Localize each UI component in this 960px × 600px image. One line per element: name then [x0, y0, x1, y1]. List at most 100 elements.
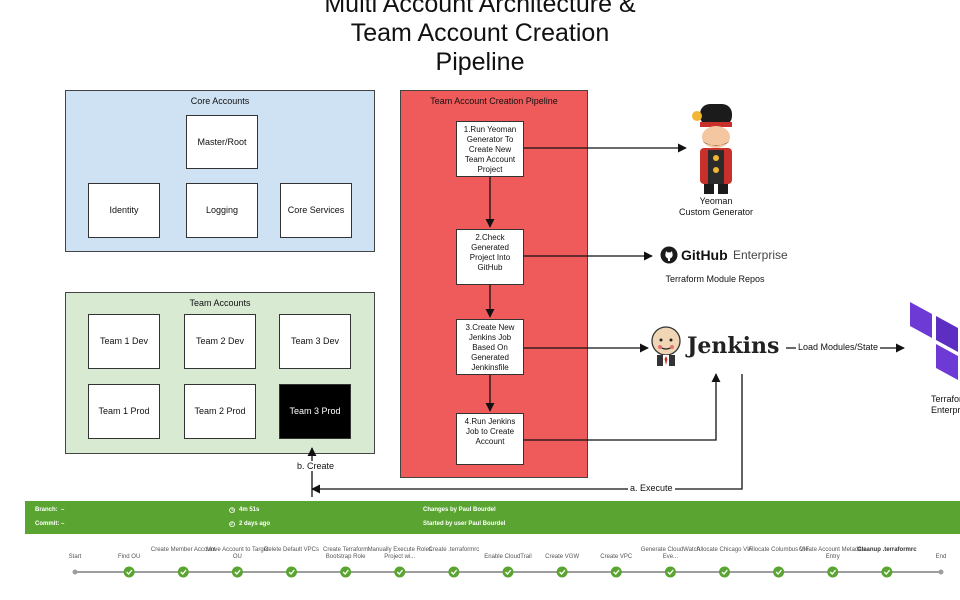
- stage-success-node[interactable]: [231, 566, 243, 578]
- build-status-bar: Branch: – Commit: – ◷ 4m 51s ◴ 2 days ag…: [25, 501, 960, 534]
- check-icon: [667, 569, 674, 575]
- changes-text: Changes by Paul Bourdel: [423, 507, 496, 513]
- stage-label: Generate CloudWatch Eve...: [640, 547, 700, 560]
- stage-success-node[interactable]: [773, 566, 785, 578]
- terraform-label-line1: Terraform: [931, 394, 960, 404]
- pipeline-step-1: 1.Run Yeoman Generator To Create New Tea…: [456, 121, 524, 177]
- check-icon: [180, 569, 187, 575]
- stage-label: Create Terraform Bootstrap Role: [323, 547, 369, 560]
- stage-success-node[interactable]: [664, 566, 676, 578]
- stage-success-node[interactable]: [177, 566, 189, 578]
- stage-label: Allocate Chicago VIF: [696, 547, 753, 553]
- check-icon: [288, 569, 295, 575]
- check-icon: [559, 569, 566, 575]
- github-caption: Terraform Module Repos: [665, 274, 765, 284]
- stage-label: Find OU: [117, 554, 141, 560]
- stage-success-node[interactable]: [394, 566, 406, 578]
- identity-account: Identity: [88, 183, 160, 238]
- commit-label: Commit:: [35, 521, 60, 527]
- github-enterprise-text: Enterprise: [733, 248, 788, 262]
- diagram-title-line2: Team Account Creation: [350, 19, 610, 47]
- stopwatch-icon: ◷: [229, 507, 236, 514]
- stage-label: Manually Execute Roles Project wi...: [367, 547, 432, 560]
- stage-success-node[interactable]: [286, 566, 297, 578]
- github-logo-icon: [660, 246, 678, 264]
- terraform-logo-icon: [910, 302, 958, 380]
- stage-label: End: [935, 554, 947, 560]
- pipeline-step-2: 2.Check Generated Project Into GitHub: [456, 229, 524, 285]
- stage-label: Create .terraformrc: [428, 547, 480, 553]
- master-root-account: Master/Root: [186, 115, 258, 169]
- core-accounts-group: Core Accounts Master/Root Identity Loggi…: [65, 90, 375, 252]
- stage-terminal-node: [72, 569, 78, 575]
- team3-prod-account: Team 3 Prod: [279, 384, 351, 439]
- stage-label: Create VPC: [600, 554, 633, 560]
- execute-label: a. Execute: [628, 483, 675, 493]
- stage-label: Delete Default VPCs: [263, 547, 320, 553]
- team2-prod-account: Team 2 Prod: [184, 384, 256, 439]
- core-services-account: Core Services: [280, 183, 352, 238]
- check-icon: [450, 569, 458, 575]
- team2-dev-account: Team 2 Dev: [184, 314, 256, 369]
- check-icon: [126, 569, 133, 575]
- check-icon: [342, 569, 349, 575]
- edge-step4-jenkins: [524, 373, 721, 441]
- check-icon: [613, 569, 620, 575]
- pipeline-label: Team Account Creation Pipeline: [430, 96, 558, 106]
- stage-success-node[interactable]: [827, 566, 839, 578]
- stage-success-node[interactable]: [340, 566, 352, 578]
- stage-label: Create Member Account: [150, 547, 216, 553]
- stage-success-node[interactable]: [881, 566, 893, 578]
- team-accounts-label: Team Accounts: [189, 298, 251, 308]
- stage-success-node[interactable]: [502, 566, 514, 578]
- stage-success-node[interactable]: [123, 566, 135, 578]
- check-icon: [234, 569, 241, 575]
- stage-graph: [72, 566, 944, 578]
- check-icon: [505, 569, 512, 575]
- stage-success-node[interactable]: [556, 566, 568, 578]
- stage-label: Cleanup .terraformrc: [857, 547, 917, 553]
- logging-account: Logging: [186, 183, 258, 238]
- terraform-label-line2: Enterprise: [931, 405, 960, 415]
- stage-success-node[interactable]: [719, 566, 730, 578]
- pipeline-step-4: 4.Run Jenkins Job to Create Account: [456, 413, 524, 465]
- stage-success-node[interactable]: [448, 566, 460, 578]
- branch-value: –: [61, 507, 65, 513]
- stage-terminal-node: [938, 569, 944, 575]
- load-modules-label: Load Modules/State: [796, 342, 881, 352]
- stage-label: Move Account to Target OU: [206, 547, 269, 560]
- edge-jenkins-execute: [311, 374, 743, 494]
- yeoman-label-line1: Yeoman: [699, 196, 733, 206]
- diagram-title-line3: Pipeline: [435, 48, 525, 76]
- team1-dev-account: Team 1 Dev: [88, 314, 160, 369]
- branch-label: Branch:: [35, 507, 58, 513]
- clock-icon: ◴: [229, 521, 236, 528]
- team1-prod-account: Team 1 Prod: [88, 384, 160, 439]
- stage-label: Enable CloudTrail: [484, 554, 532, 560]
- stage-label: Allocate Columbus VIF: [748, 547, 810, 553]
- duration-text: 4m 51s: [239, 507, 260, 513]
- check-icon: [829, 569, 837, 575]
- check-icon: [883, 569, 891, 575]
- stage-label: Create Account Metadata Entry: [798, 547, 867, 560]
- pipeline-group: Team Account Creation Pipeline 1.Run Yeo…: [400, 90, 588, 478]
- stage-success-node[interactable]: [610, 566, 622, 578]
- jenkins-logo-icon: [651, 326, 681, 366]
- stage-label: Start: [68, 554, 82, 560]
- started-by-text: Started by user Paul Bourdel: [423, 521, 506, 527]
- check-icon: [396, 569, 404, 575]
- check-icon: [721, 569, 728, 575]
- github-brand-text: GitHub: [681, 247, 728, 263]
- pipeline-step-3: 3.Create New Jenkins Job Based On Genera…: [456, 319, 524, 375]
- jenkins-text: Jenkins: [687, 333, 780, 359]
- team3-dev-account: Team 3 Dev: [279, 314, 351, 369]
- create-label: b. Create: [295, 461, 337, 471]
- time-ago-text: 2 days ago: [239, 521, 271, 527]
- yeoman-logo-icon: [692, 104, 732, 194]
- stage-label: Create VGW: [545, 554, 580, 560]
- diagram-title-line1: Multi Account Architecture &: [324, 0, 636, 18]
- team-accounts-group: Team Accounts Team 1 Dev Team 2 Dev Team…: [65, 292, 375, 454]
- core-accounts-label: Core Accounts: [190, 96, 250, 106]
- yeoman-label-line2: Custom Generator: [678, 207, 754, 217]
